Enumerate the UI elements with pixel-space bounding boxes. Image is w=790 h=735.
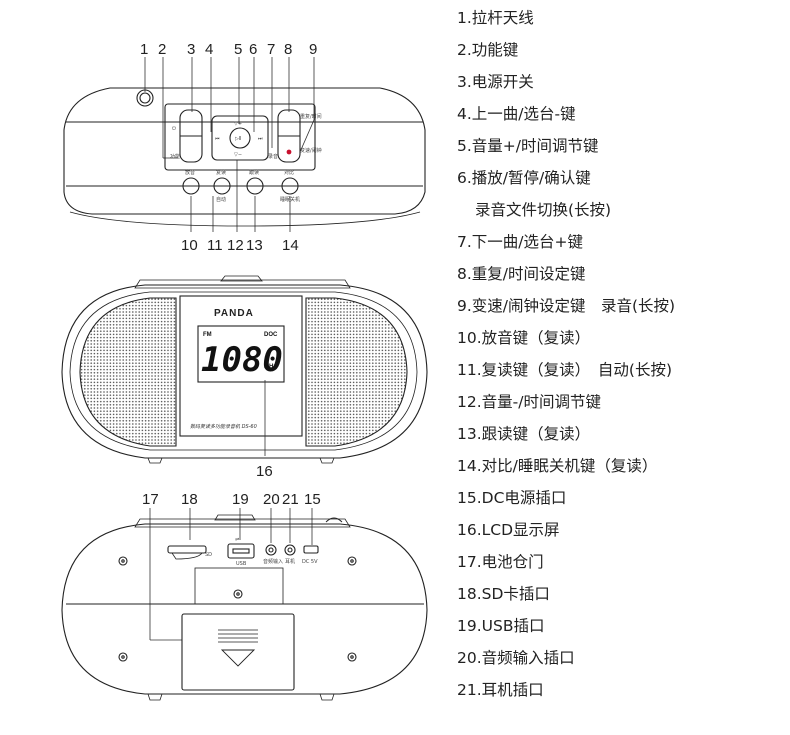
callout-10: 10 [181,237,198,254]
legend-item: 10.放音键（复读） [457,329,591,347]
callout-21: 21 [282,491,299,508]
legend-item: 11.复读键（复读） 自动(长按) [457,361,672,379]
callout-6: 6 [249,41,257,58]
callout-16: 16 [256,463,273,480]
svg-text:⇌: ⇌ [235,537,239,543]
callout-17: 17 [142,491,159,508]
legend-item: 21.耳机插口 [457,681,544,699]
legend-item: 15.DC电源插口 [457,489,567,507]
repeat-time-label: 重复/时间 [300,113,322,120]
audio-in-label: 音频输入 [263,558,283,565]
svg-text:▷Ⅱ: ▷Ⅱ [235,136,241,142]
callout-12: 12 [227,237,244,254]
follow-label: 跟读 [249,169,259,176]
callout-19: 19 [232,491,249,508]
legend-item: 4.上一曲/选台-键 [457,105,576,123]
legend-item: 19.USB插口 [457,617,545,635]
compare-label: 对比 [284,169,294,176]
callout-18: 18 [181,491,198,508]
legend-item: 8.重复/时间设定键 [457,265,586,283]
legend-item: 18.SD卡插口 [457,585,550,603]
svg-text:⏭: ⏭ [258,136,263,142]
dc-label: DC 5V [302,559,318,565]
legend-item: 17.电池仓门 [457,553,544,571]
callout-2: 2 [158,41,166,58]
play-label: 放音 [185,169,195,176]
callout-8: 8 [284,41,292,58]
legend-item: 13.跟读键（复读） [457,425,591,443]
reread-label: 复读 [216,169,226,176]
callout-5: 5 [234,41,242,58]
legend-item: 3.电源开关 [457,73,534,91]
record-label: 录音 [268,153,278,160]
legend-item: 5.音量+/时间调节键 [457,137,599,155]
lcd-band: FM [203,332,212,338]
callout-13: 13 [246,237,263,254]
legend-item: 2.功能键 [457,41,519,59]
callout-14: 14 [282,237,299,254]
brand-text: PANDA [214,308,254,319]
sd-label: SD [205,552,212,558]
legend-item: 9.变速/闹钟设定键 录音(长按) [457,297,676,315]
svg-text:▽−: ▽− [234,152,242,158]
svg-text:⏻: ⏻ [172,126,176,132]
callout-3: 3 [187,41,195,58]
legend-item: 录音文件切换(长按) [475,201,612,219]
legend-item: 7.下一曲/选台+键 [457,233,583,251]
auto-label: 自动 [216,196,226,203]
callout-15: 15 [304,491,321,508]
sleep-label: 睡眠关机 [280,196,300,203]
svg-text:DOC: DOC [264,332,278,338]
callout-20: 20 [263,491,280,508]
svg-text:⏮: ⏮ [215,136,220,142]
model-text: 数码复读多功能录音机 DS-60 [190,423,257,430]
legend-list: 1.拉杆天线 2.功能键 3.电源开关 4.上一曲/选台-键 5.音量+/时间调节键 6.… [457,8,787,712]
legend-item: 20.音频输入插口 [457,649,575,667]
speed-alarm-label: 变速/闹钟 [300,147,322,154]
callout-9: 9 [309,41,317,58]
front-view: PANDA FM DOC 1080 MHz 数码复读多功能录音机 DS-60 1… [61,275,428,480]
callout-4: 4 [205,41,213,58]
lcd-unit: MHz [264,364,276,370]
func-label: 功能 [170,153,180,160]
legend-item: 14.对比/睡眠关机键（复读） [457,457,658,475]
legend-item: 6.播放/暂停/确认键 [457,169,591,187]
earphone-label: 耳机 [285,558,295,565]
legend-item: 16.LCD显示屏 [457,521,560,539]
svg-text:▽+: ▽+ [234,121,242,127]
legend-item: 12.音量-/时间调节键 [457,393,601,411]
lcd-frequency: 1080 [201,340,283,380]
legend-item: 1.拉杆天线 [457,9,534,27]
callout-7: 7 [267,41,275,58]
callout-1: 1 [140,41,148,58]
callout-11: 11 [207,237,223,254]
usb-label: USB [236,561,247,567]
